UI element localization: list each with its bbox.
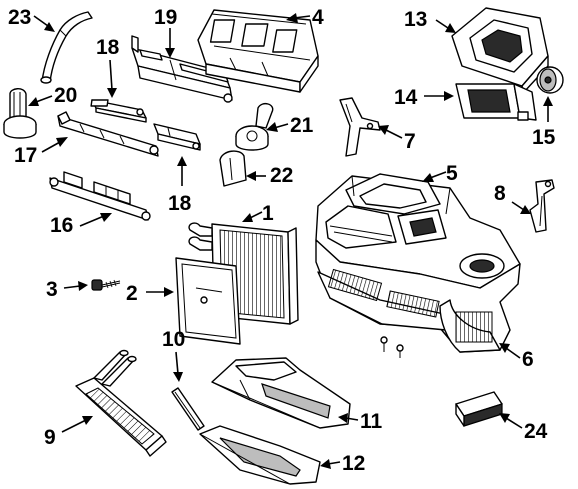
callout-17: 17 — [14, 137, 68, 167]
callout-8-label: 8 — [494, 182, 506, 205]
part-23-drain-tube — [40, 11, 93, 84]
callout-5: 5 — [422, 162, 458, 185]
callout-17-label: 17 — [14, 144, 37, 167]
callout-9: 9 — [44, 416, 93, 449]
callout-15-label: 15 — [532, 126, 556, 149]
part-2-cover-plate — [175, 257, 241, 345]
part-15-blower-motor — [536, 66, 564, 94]
part-16-shaft-assembly — [49, 171, 151, 221]
callout-9-label: 9 — [44, 426, 56, 449]
callout-8: 8 — [494, 182, 531, 214]
callout-24-label: 24 — [524, 420, 548, 443]
callout-13: 13 — [404, 8, 456, 33]
part-12-lower-duct — [199, 425, 321, 485]
callout-10: 10 — [162, 328, 185, 382]
callout-2-label: 2 — [126, 282, 138, 305]
part-11-floor-duct — [211, 357, 351, 429]
callout-14: 14 — [394, 86, 454, 109]
callout-12-label: 12 — [342, 452, 365, 475]
callout-19-label: 19 — [154, 6, 177, 29]
callout-4-label: 4 — [312, 6, 324, 29]
callout-18-lower: 18 — [168, 156, 192, 215]
callout-7-label: 7 — [404, 130, 416, 153]
callout-10-label: 10 — [162, 328, 185, 351]
callout-23: 23 — [8, 6, 55, 32]
part-18-upper-bracket — [90, 99, 147, 123]
callout-23-label: 23 — [8, 6, 31, 29]
callout-22-label: 22 — [270, 164, 293, 187]
callout-1: 1 — [242, 202, 274, 225]
part-5-main-case-upper — [315, 173, 521, 289]
part-9-heater-core — [75, 349, 167, 457]
callout-20-label: 20 — [54, 84, 77, 107]
part-10-seal-strip — [171, 387, 205, 431]
callout-16-label: 16 — [50, 214, 73, 237]
callout-3: 3 — [46, 278, 88, 301]
callout-20: 20 — [28, 84, 77, 107]
callout-18-upper-label: 18 — [96, 36, 120, 59]
part-24-filter-block — [455, 391, 503, 427]
part-6-main-case-lower — [315, 239, 521, 358]
part-7-mounting-bracket — [339, 97, 381, 157]
part-19-door-linkage — [131, 35, 233, 103]
part-20-servo-motor — [3, 88, 37, 139]
part-18-lower-bracket — [153, 123, 201, 151]
callout-16: 16 — [50, 213, 112, 237]
callout-6: 6 — [499, 343, 534, 371]
part-4-housing-case — [197, 9, 319, 93]
callout-18-lower-label: 18 — [168, 192, 192, 215]
callout-4: 4 — [286, 6, 324, 29]
callout-18-upper: 18 — [96, 36, 120, 98]
callout-21-label: 21 — [290, 114, 314, 137]
callout-14-label: 14 — [394, 86, 418, 109]
part-21-actuator — [235, 102, 274, 151]
callout-22: 22 — [246, 164, 293, 187]
callout-19: 19 — [154, 6, 177, 58]
part-22-cover — [219, 150, 247, 187]
callout-6-label: 6 — [522, 348, 534, 371]
callout-24: 24 — [499, 413, 548, 443]
part-14-filter-housing — [455, 83, 537, 121]
part-8-mounting-bracket — [529, 179, 555, 233]
callout-11-label: 11 — [360, 410, 383, 433]
callout-15: 15 — [532, 96, 556, 149]
callout-13-label: 13 — [404, 8, 427, 31]
callout-7: 7 — [378, 125, 416, 153]
callout-3-label: 3 — [46, 278, 58, 301]
callout-12: 12 — [320, 452, 365, 475]
callout-1-label: 1 — [262, 202, 274, 225]
part-3-screw — [91, 279, 121, 291]
part-17-door-shaft — [57, 111, 159, 157]
part-13-blower-housing-upper — [451, 7, 549, 93]
part-1-evaporator-core — [188, 222, 299, 325]
callout-11: 11 — [338, 410, 383, 433]
callout-2: 2 — [126, 282, 174, 305]
callout-21: 21 — [266, 114, 314, 137]
callout-5-label: 5 — [446, 162, 458, 185]
